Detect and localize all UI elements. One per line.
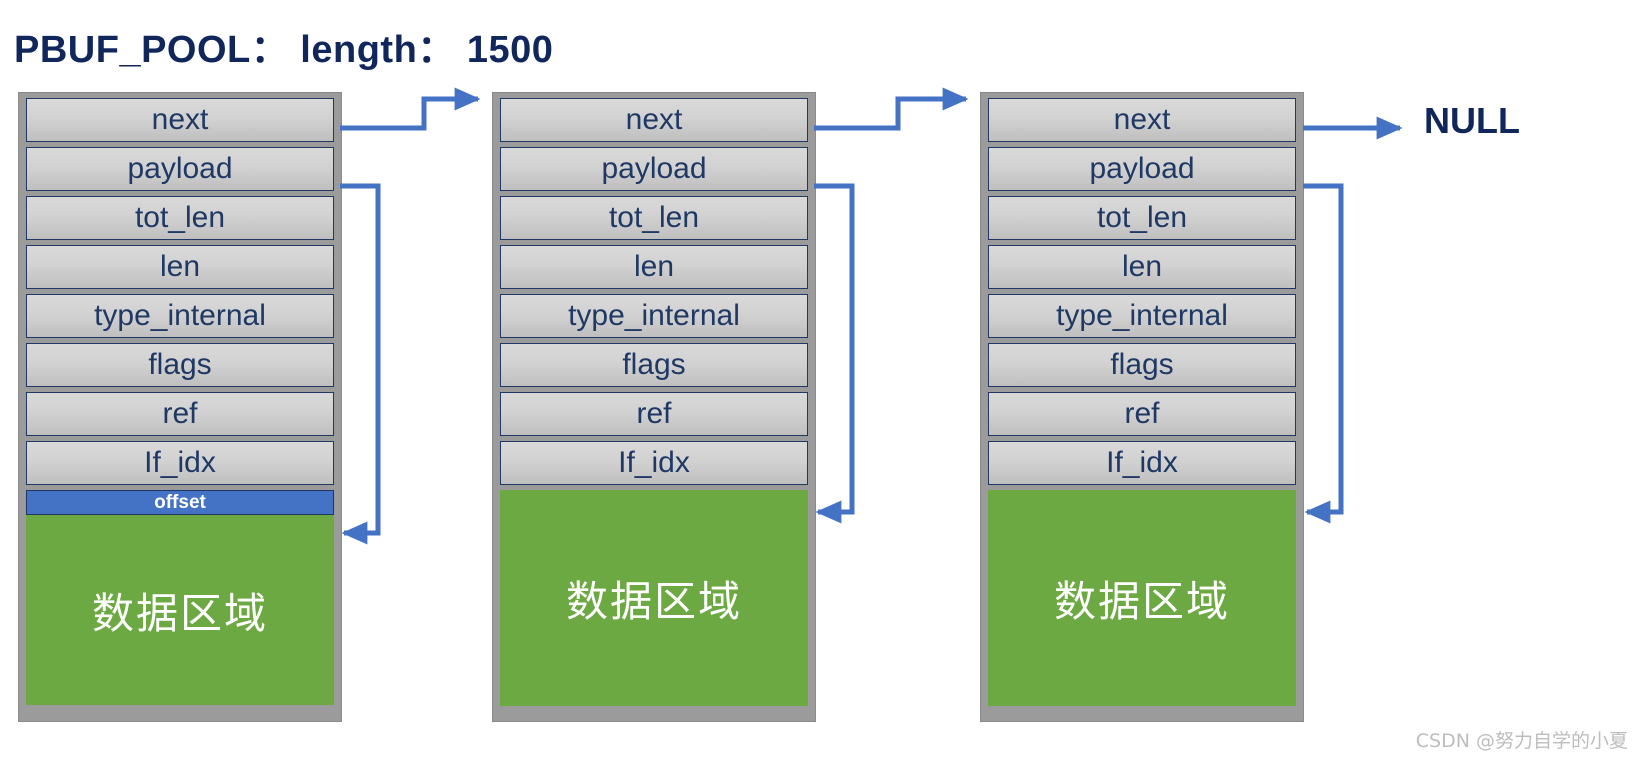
data-area-3: 数据区域 [988,490,1296,706]
pbuf-block-3: next payload tot_len len type_internal f… [980,92,1304,722]
field-len: len [988,245,1296,289]
field-flags: flags [500,343,808,387]
field-type-internal: type_internal [988,294,1296,338]
arrow-next-2-to-3 [814,87,969,131]
pbuf-block-2: next payload tot_len len type_internal f… [492,92,816,722]
field-ref: ref [26,392,334,436]
field-flags: flags [26,343,334,387]
arrow-payload-1 [340,183,381,545]
pbuf-block-1: next payload tot_len len type_internal f… [18,92,342,722]
field-if-idx: If_idx [500,441,808,485]
field-if-idx: If_idx [26,441,334,485]
field-next: next [988,98,1296,142]
field-type-internal: type_internal [500,294,808,338]
field-flags: flags [988,343,1296,387]
page-title: PBUF_POOL： length： 1500 [14,29,554,71]
field-tot-len: tot_len [988,196,1296,240]
csdn-watermark: CSDN @努力自学的小夏 [1415,730,1628,752]
data-area-2: 数据区域 [500,490,808,706]
field-len: len [26,245,334,289]
data-area-1: 数据区域 [26,515,334,705]
field-payload: payload [26,147,334,191]
field-payload: payload [988,147,1296,191]
field-payload: payload [500,147,808,191]
arrow-payload-2 [814,183,855,524]
field-tot-len: tot_len [26,196,334,240]
arrow-next-1-to-2 [340,87,481,131]
field-next: next [500,98,808,142]
arrow-payload-3 [1303,183,1344,524]
field-offset: offset [26,490,334,515]
null-label: NULL [1424,100,1520,141]
field-type-internal: type_internal [26,294,334,338]
field-next: next [26,98,334,142]
field-len: len [500,245,808,289]
field-ref: ref [500,392,808,436]
field-if-idx: If_idx [988,441,1296,485]
field-tot-len: tot_len [500,196,808,240]
field-ref: ref [988,392,1296,436]
